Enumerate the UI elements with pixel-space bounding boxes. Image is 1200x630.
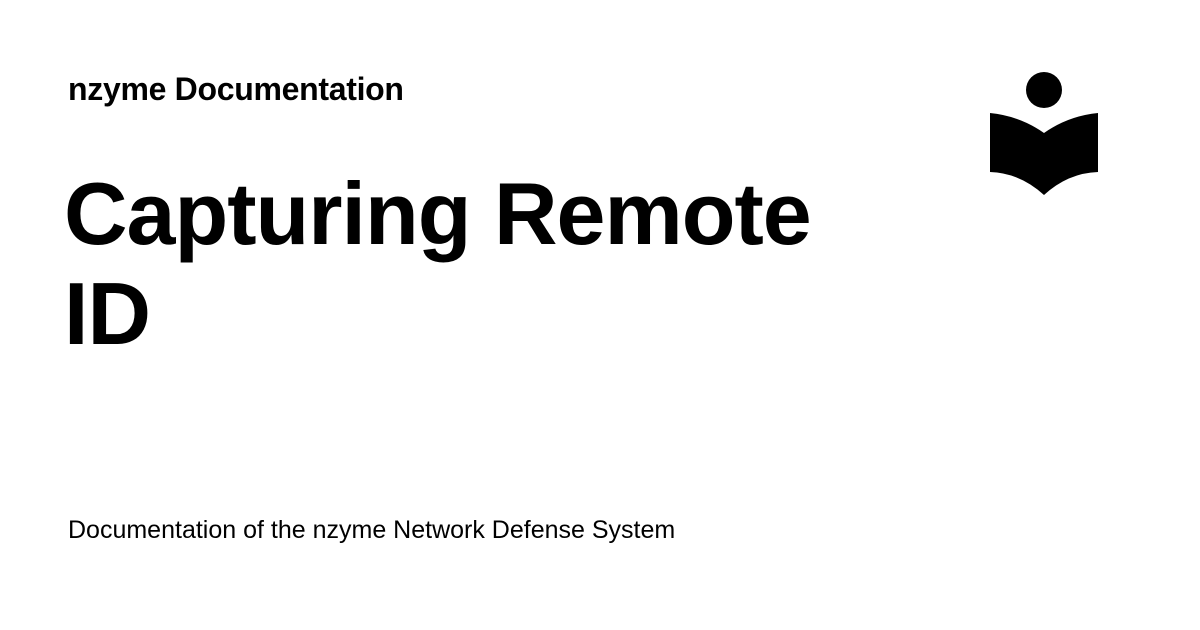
page-title: Capturing Remote ID <box>64 164 812 363</box>
site-title: nzyme Documentation <box>68 71 404 107</box>
book-reader-icon <box>990 72 1098 196</box>
site-description: Documentation of the nzyme Network Defen… <box>68 516 676 544</box>
